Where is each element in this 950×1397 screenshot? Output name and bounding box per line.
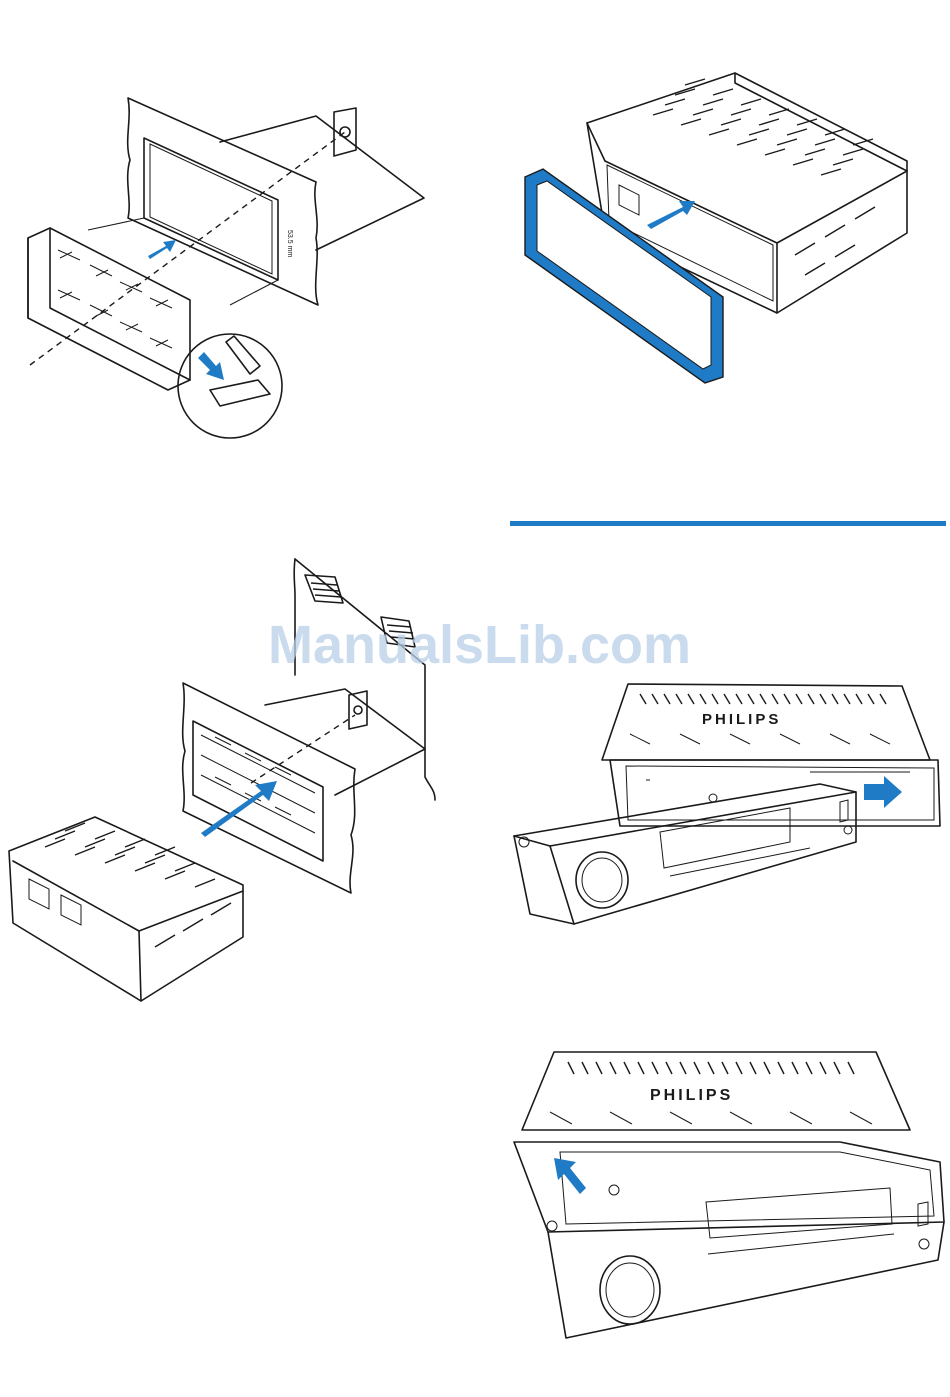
figure-faceplate-insert: PHILIPS bbox=[510, 1048, 950, 1343]
brand-logo: PHILIPS bbox=[702, 711, 781, 728]
dimension-label: 53.5 mm bbox=[286, 230, 293, 257]
detachable-faceplate bbox=[514, 784, 856, 924]
figure-sleeve-install: 53.5 mm bbox=[20, 90, 440, 450]
watermark-text: ManualsLib.com bbox=[268, 614, 691, 676]
brand-logo: PHILIPS bbox=[650, 1087, 733, 1104]
mounting-sleeve bbox=[28, 228, 190, 390]
figure-faceplate-attach: PHILIPS bbox=[510, 680, 950, 930]
section-divider bbox=[510, 521, 946, 526]
figure-trim-frame bbox=[515, 65, 935, 395]
radio-unit-chassis bbox=[9, 817, 243, 1001]
attached-faceplate bbox=[514, 1142, 944, 1338]
zoom-detail-circle bbox=[178, 334, 282, 438]
